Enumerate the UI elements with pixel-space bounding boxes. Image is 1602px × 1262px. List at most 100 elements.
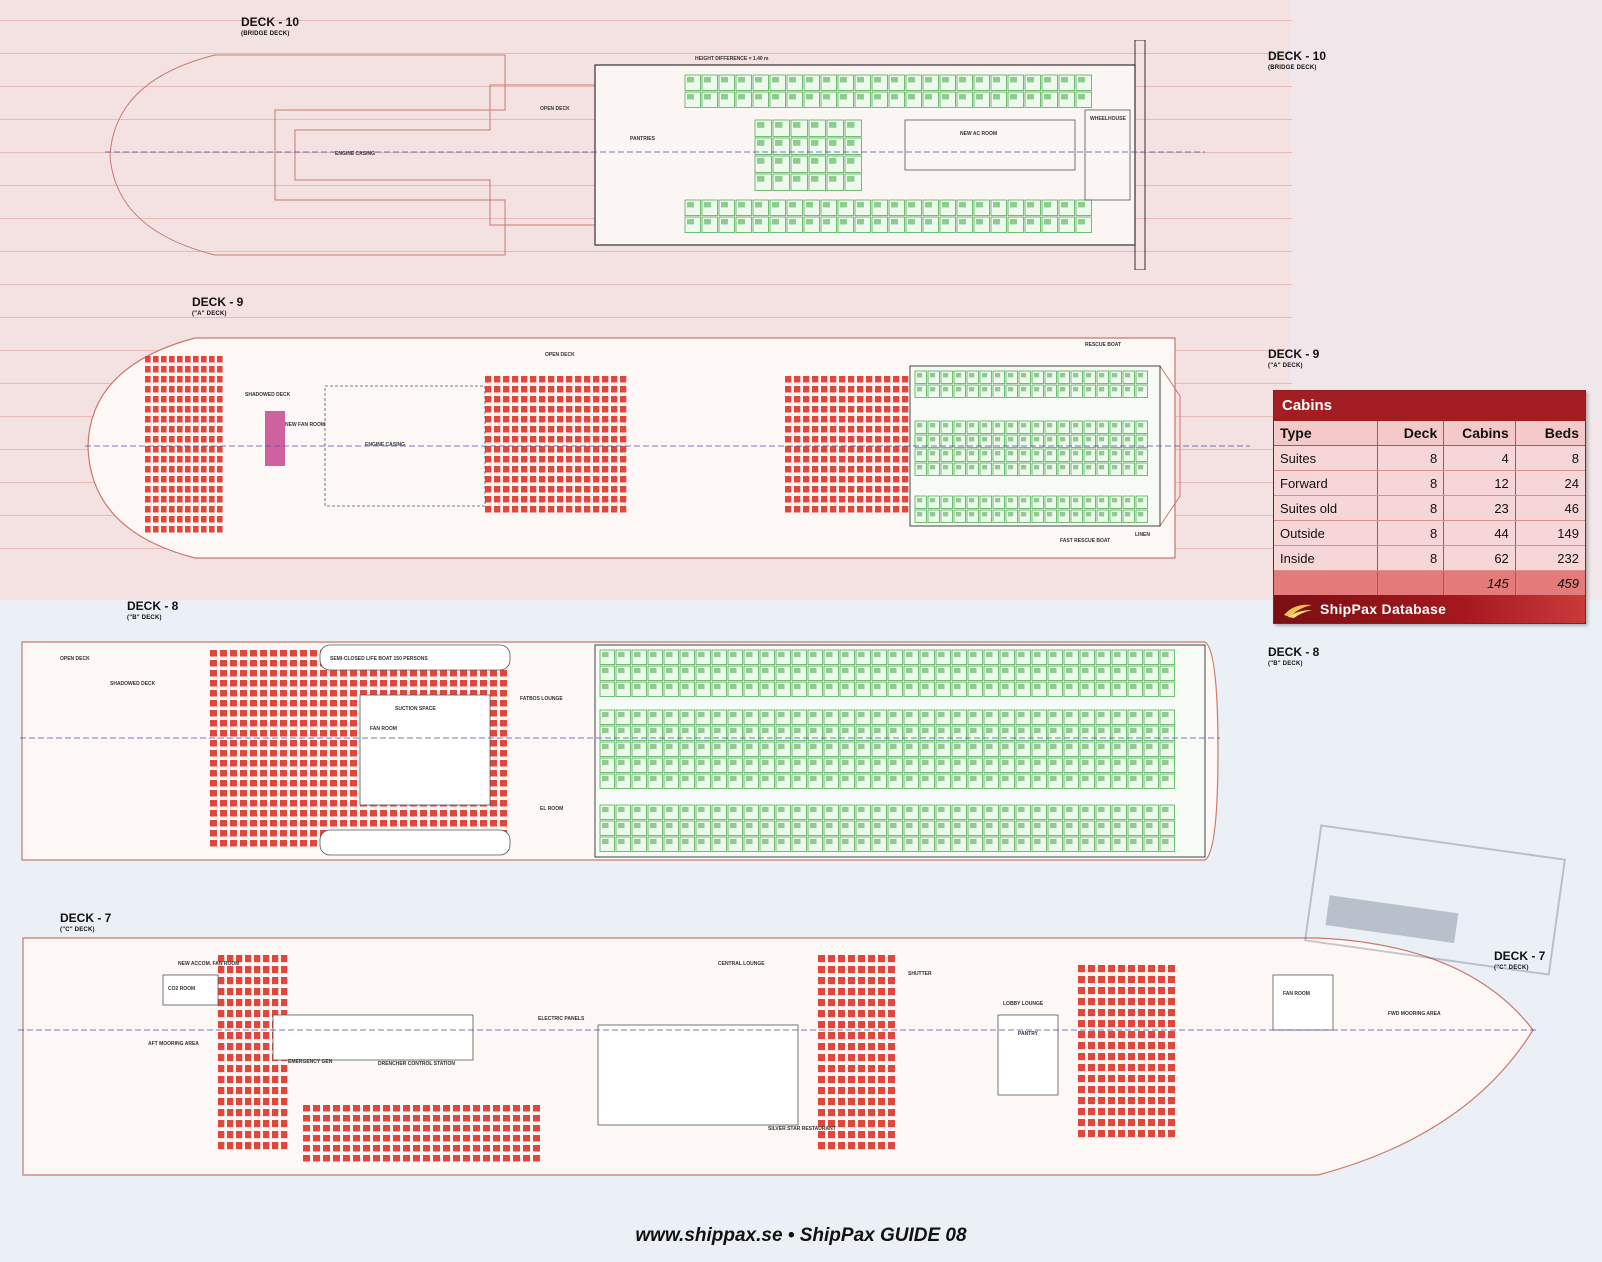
deck-7-label-right: DECK - 7("C" DECK): [1494, 949, 1546, 971]
cell-deck: 8: [1377, 470, 1445, 496]
deck-10-label-left: DECK - 10(BRIDGE DECK): [241, 15, 300, 37]
deck8-cabins-bottom: [599, 804, 1175, 852]
plan-note: FAN ROOM: [1283, 991, 1310, 997]
deck8-cabins-mid: [599, 709, 1175, 789]
deck-10-plan: OPEN DECK WHEELHOUSE NEW AC ROOM PANTRIES HE…: [105, 40, 1205, 270]
deck-9-label-right: DECK - 9("A" DECK): [1268, 347, 1320, 369]
deck9-fwd-seating: [785, 376, 909, 513]
cell-deck: 8: [1377, 520, 1445, 546]
deck7-aft-seating: [218, 955, 288, 1150]
deck10-ac-room: [904, 119, 1076, 171]
cell-type: Outside: [1274, 520, 1378, 546]
plan-note: CO2 ROOM: [168, 986, 195, 992]
plan-note: CENTRAL LOUNGE: [718, 961, 765, 967]
cabins-table: Type Deck Cabins Beds Suites 8 4 8 Forwa…: [1274, 421, 1585, 596]
ghost-line: [0, 20, 1292, 21]
deck10-wheelhouse: [1084, 109, 1131, 201]
plan-note: OPEN DECK: [545, 352, 575, 358]
cell-cabins: 62: [1443, 545, 1516, 571]
deck8-lifeboat-bottom: [319, 829, 511, 856]
plan-note: WHEELHOUSE: [1090, 116, 1127, 122]
cell-type: Suites old: [1274, 495, 1378, 521]
total-row: 145 459: [1274, 570, 1585, 596]
header-type: Type: [1274, 421, 1378, 446]
cell-deck: 8: [1377, 545, 1445, 571]
cell-beds: 149: [1515, 520, 1585, 546]
deck7-pantry: [997, 1014, 1059, 1096]
header-cabins: Cabins: [1443, 421, 1516, 446]
deck9-hull: [87, 337, 1176, 559]
plan-note: LINEN: [1135, 532, 1150, 538]
table-row: Outside 8 44 149: [1274, 520, 1585, 546]
deck9-cabins-bottom: [914, 495, 1148, 523]
deck8-suction-space: [359, 694, 491, 806]
deck10-cabins-top: [684, 74, 1092, 108]
deck10-cabins-mid: [754, 119, 862, 191]
deck-8-label-right: DECK - 8("B" DECK): [1268, 645, 1320, 667]
deck-9-label-left: DECK - 9("A" DECK): [192, 295, 244, 317]
deck7-fwd-fan-room: [1272, 974, 1334, 1031]
cell-total-cabins: 145: [1443, 570, 1516, 596]
plan-note: HEIGHT DIFFERENCE = 1.40 m: [695, 56, 769, 62]
plan-note: FATBOS LOUNGE: [520, 696, 563, 702]
cell-deck: 8: [1377, 445, 1445, 471]
plan-note: NEW ACCOM. FAN ROOM: [178, 961, 239, 967]
shippax-logo-icon: [1282, 600, 1314, 618]
table-row: Forward 8 12 24: [1274, 470, 1585, 496]
background-stamp: [1303, 823, 1567, 977]
deck9-cabins-mid: [914, 420, 1148, 476]
deck8-lifeboat-top: [319, 644, 511, 671]
cell-type: Forward: [1274, 470, 1378, 496]
plan-note: EMERGENCY GEN: [288, 1059, 333, 1065]
plan-note: ENGINE CASING: [335, 151, 375, 157]
deck-7-label-left: DECK - 7("C" DECK): [60, 911, 112, 933]
deck7-lobby-seating: [1078, 965, 1175, 1138]
plan-note: ELECTRIC PANELS: [538, 1016, 585, 1022]
plan-note: OPEN DECK: [540, 106, 570, 112]
plan-note: LOBBY LOUNGE: [1003, 1001, 1044, 1007]
ghost-line: [0, 284, 1292, 285]
cell-cabins: 4: [1443, 445, 1516, 471]
deck10-bridge-wing: [1134, 40, 1146, 270]
table-row: Inside 8 62 232: [1274, 545, 1585, 571]
plan-note: NEW AC ROOM: [960, 131, 997, 137]
shippax-database-footer: ShipPax Database: [1274, 595, 1585, 623]
table-row: Suites old 8 23 46: [1274, 495, 1585, 521]
cell-type: Suites: [1274, 445, 1378, 471]
deck7-galley: [597, 1024, 799, 1126]
deck7-fan-room: [162, 974, 219, 1006]
plan-note: FAN ROOM: [370, 726, 397, 732]
cell-cabins: 44: [1443, 520, 1516, 546]
deck7-lounge-seating: [303, 1105, 540, 1162]
cell-deck: 8: [1377, 495, 1445, 521]
cell-cabins: 23: [1443, 495, 1516, 521]
cell-beds: 8: [1515, 445, 1585, 471]
shippax-database-label: ShipPax Database: [1320, 601, 1447, 617]
deck9-aft-seating: [145, 356, 223, 533]
plan-note: RESCUE BOAT: [1085, 342, 1121, 348]
cabins-title: Cabins: [1274, 391, 1585, 421]
ghost-line: [0, 317, 1292, 318]
plan-note: SUCTION SPACE: [395, 706, 436, 712]
plan-note: PANTRIES: [630, 136, 656, 142]
plan-note: SHADOWED DECK: [245, 392, 291, 398]
cell-total-type: [1274, 570, 1378, 596]
deck-10-label-right: DECK - 10(BRIDGE DECK): [1268, 49, 1327, 71]
deck9-mid-seating: [485, 376, 627, 513]
cabins-header-row: Type Deck Cabins Beds: [1274, 421, 1585, 446]
plan-note: PANTRY: [1018, 1031, 1039, 1037]
header-deck: Deck: [1377, 421, 1445, 446]
plan-note: FAST RESCUE BOAT: [1060, 538, 1110, 544]
plan-note: SILVER STAR RESTAURANT: [768, 1126, 836, 1132]
plan-note: OPEN DECK: [60, 656, 90, 662]
plan-note: DRENCHER CONTROL STATION: [378, 1061, 455, 1067]
cell-beds: 24: [1515, 470, 1585, 496]
deck9-public-wc: [265, 411, 285, 466]
cell-total-beds: 459: [1515, 570, 1585, 596]
header-beds: Beds: [1515, 421, 1585, 446]
page-footer: www.shippax.se • ShipPax GUIDE 08: [635, 1225, 967, 1246]
plan-note: FWD MOORING AREA: [1388, 1011, 1441, 1017]
